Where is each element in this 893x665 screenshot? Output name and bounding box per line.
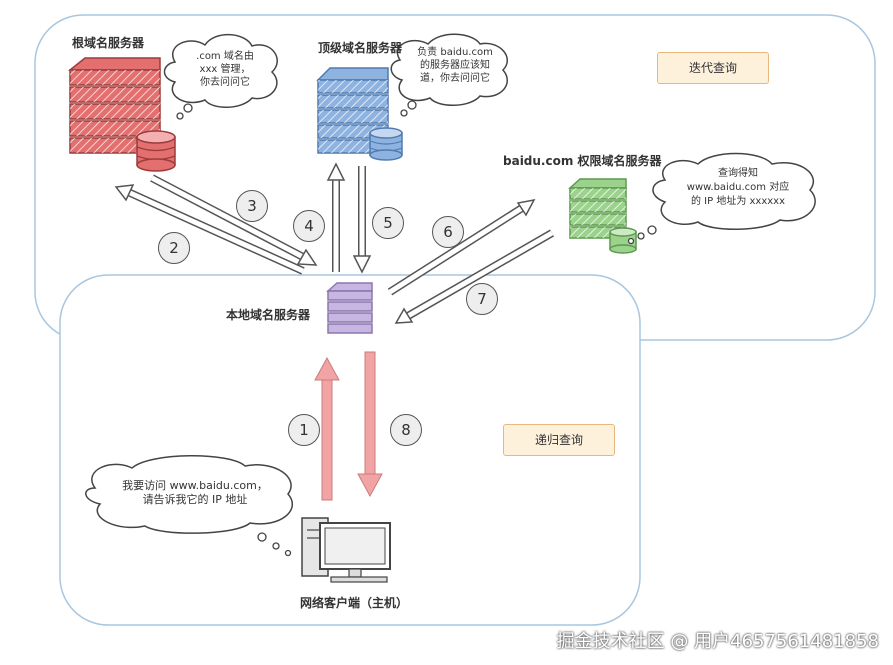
root-database-icon: [136, 130, 176, 172]
step-2-badge: 2: [158, 232, 190, 264]
arrow-1: [314, 356, 340, 501]
auth-database-icon: [609, 227, 637, 254]
root-note-cloud: [163, 33, 278, 120]
arrow-3: [150, 174, 318, 266]
arrow-8: [357, 351, 383, 498]
computer-icon: [301, 517, 391, 583]
root-server-icon: [67, 57, 161, 154]
step-1-badge: 1: [288, 414, 320, 446]
root-note: .com 域名由 xxx 管理， 你去问问它: [196, 51, 254, 88]
tld-database-icon: [369, 127, 403, 161]
arrow-4: [326, 162, 346, 272]
auth-note: 查询得知 www.baidu.com 对应 的 IP 地址为 xxxxxx: [686, 168, 790, 207]
local-server-icon: [326, 282, 373, 334]
step-6-badge: 6: [432, 216, 464, 248]
auth-server-icon: [568, 178, 627, 239]
step-8-badge: 8: [390, 414, 422, 446]
arrow-5: [352, 166, 372, 274]
step-7-badge: 7: [466, 283, 498, 315]
root-server-label: 根域名服务器: [72, 36, 145, 50]
tld-server-icon: [316, 67, 389, 154]
step-5-badge: 5: [372, 207, 404, 239]
auth-server-label: baidu.com 权限域名服务器: [503, 154, 662, 168]
auth-note-cloud: [627, 152, 816, 245]
watermark: 掘金技术社区 @ 用户4657561481858: [556, 631, 879, 652]
tld-note-cloud: [390, 33, 509, 117]
client-note: 我要访问 www.baidu.com， 请告诉我它的 IP 地址: [122, 479, 268, 506]
tld-note: 负责 baidu.com 的服务器应该知 道，你去问问它: [417, 47, 493, 84]
iterative-query-tag: 迭代查询: [657, 52, 769, 84]
local-server-label: 本地域名服务器: [226, 308, 311, 322]
step-4-badge: 4: [293, 210, 325, 242]
arrow-6: [387, 198, 536, 296]
arrow-2: [114, 184, 305, 275]
recursive-query-tag: 递归查询: [503, 424, 615, 456]
arrow-7: [394, 229, 554, 324]
tld-server-label: 顶级域名服务器: [318, 41, 403, 55]
client-label: 网络客户端（主机）: [300, 596, 409, 610]
recursive-region: [59, 274, 641, 626]
step-3-badge: 3: [236, 190, 268, 222]
client-note-cloud: [85, 455, 294, 557]
